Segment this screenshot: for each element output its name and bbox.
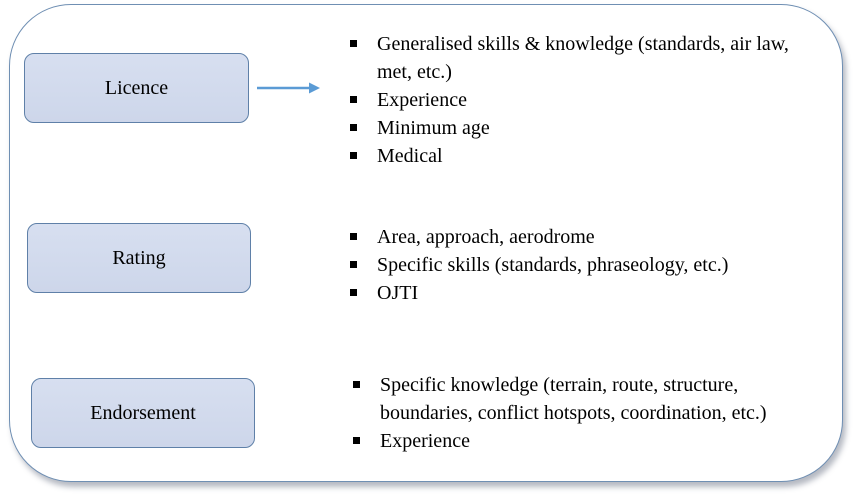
licence-requirements-list: Generalised skills & knowledge (standard… bbox=[350, 30, 820, 170]
list-item: Minimum age bbox=[350, 114, 820, 142]
list-item: Experience bbox=[350, 86, 820, 114]
rating-requirements-list: Area, approach, aerodrome Specific skill… bbox=[350, 223, 820, 307]
list-item: Specific skills (standards, phraseology,… bbox=[350, 251, 820, 279]
rating-label: Rating bbox=[112, 246, 166, 269]
arrow-right-icon bbox=[257, 82, 320, 94]
list-item: Experience bbox=[353, 427, 833, 455]
square-bullet-icon bbox=[350, 289, 357, 296]
square-bullet-icon bbox=[350, 261, 357, 268]
square-bullet-icon bbox=[350, 233, 357, 240]
licence-box: Licence bbox=[24, 53, 249, 123]
list-item: Specific knowledge (terrain, route, stru… bbox=[353, 371, 833, 427]
square-bullet-icon bbox=[353, 437, 360, 444]
endorsement-box: Endorsement bbox=[31, 378, 255, 448]
square-bullet-icon bbox=[350, 40, 357, 47]
list-item: OJTI bbox=[350, 279, 820, 307]
square-bullet-icon bbox=[353, 381, 360, 388]
square-bullet-icon bbox=[350, 124, 357, 131]
square-bullet-icon bbox=[350, 152, 357, 159]
square-bullet-icon bbox=[350, 96, 357, 103]
rating-box: Rating bbox=[27, 223, 251, 293]
endorsement-label: Endorsement bbox=[90, 401, 196, 424]
list-item: Medical bbox=[350, 142, 820, 170]
list-item: Area, approach, aerodrome bbox=[350, 223, 820, 251]
list-item: Generalised skills & knowledge (standard… bbox=[350, 30, 820, 86]
licence-label: Licence bbox=[104, 76, 169, 99]
endorsement-requirements-list: Specific knowledge (terrain, route, stru… bbox=[353, 371, 833, 455]
